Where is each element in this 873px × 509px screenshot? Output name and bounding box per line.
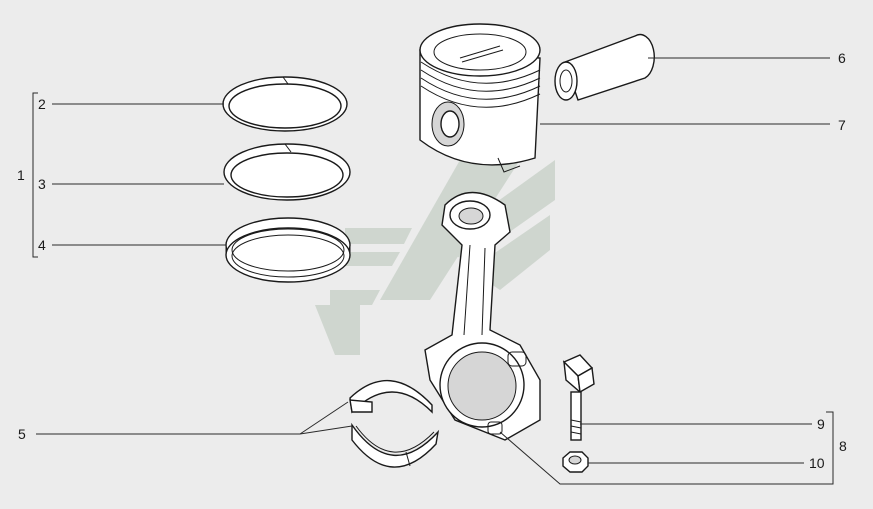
leader-lines xyxy=(32,57,834,485)
callout-4: 4 xyxy=(38,237,46,253)
connecting-rod-nut xyxy=(562,451,589,473)
watermark-logo xyxy=(315,160,555,355)
callout-1: 1 xyxy=(17,167,25,183)
callout-5: 5 xyxy=(18,426,26,442)
piston-ring-oil xyxy=(225,217,351,283)
connecting-rod-bolt xyxy=(562,354,595,441)
connecting-rod xyxy=(424,191,541,441)
piston-pin xyxy=(554,33,655,101)
piston-ring-top xyxy=(222,76,348,132)
callout-2: 2 xyxy=(38,96,46,112)
callout-10: 10 xyxy=(809,455,825,471)
piston-ring-second xyxy=(223,143,351,201)
callout-labels: 1 2 3 4 5 6 7 8 9 10 xyxy=(17,50,847,471)
callout-8: 8 xyxy=(839,438,847,454)
callout-7: 7 xyxy=(838,117,846,133)
callout-9: 9 xyxy=(817,416,825,432)
callout-3: 3 xyxy=(38,176,46,192)
callout-6: 6 xyxy=(838,50,846,66)
piston xyxy=(419,23,541,173)
connecting-rod-bearing-shells xyxy=(349,379,440,468)
